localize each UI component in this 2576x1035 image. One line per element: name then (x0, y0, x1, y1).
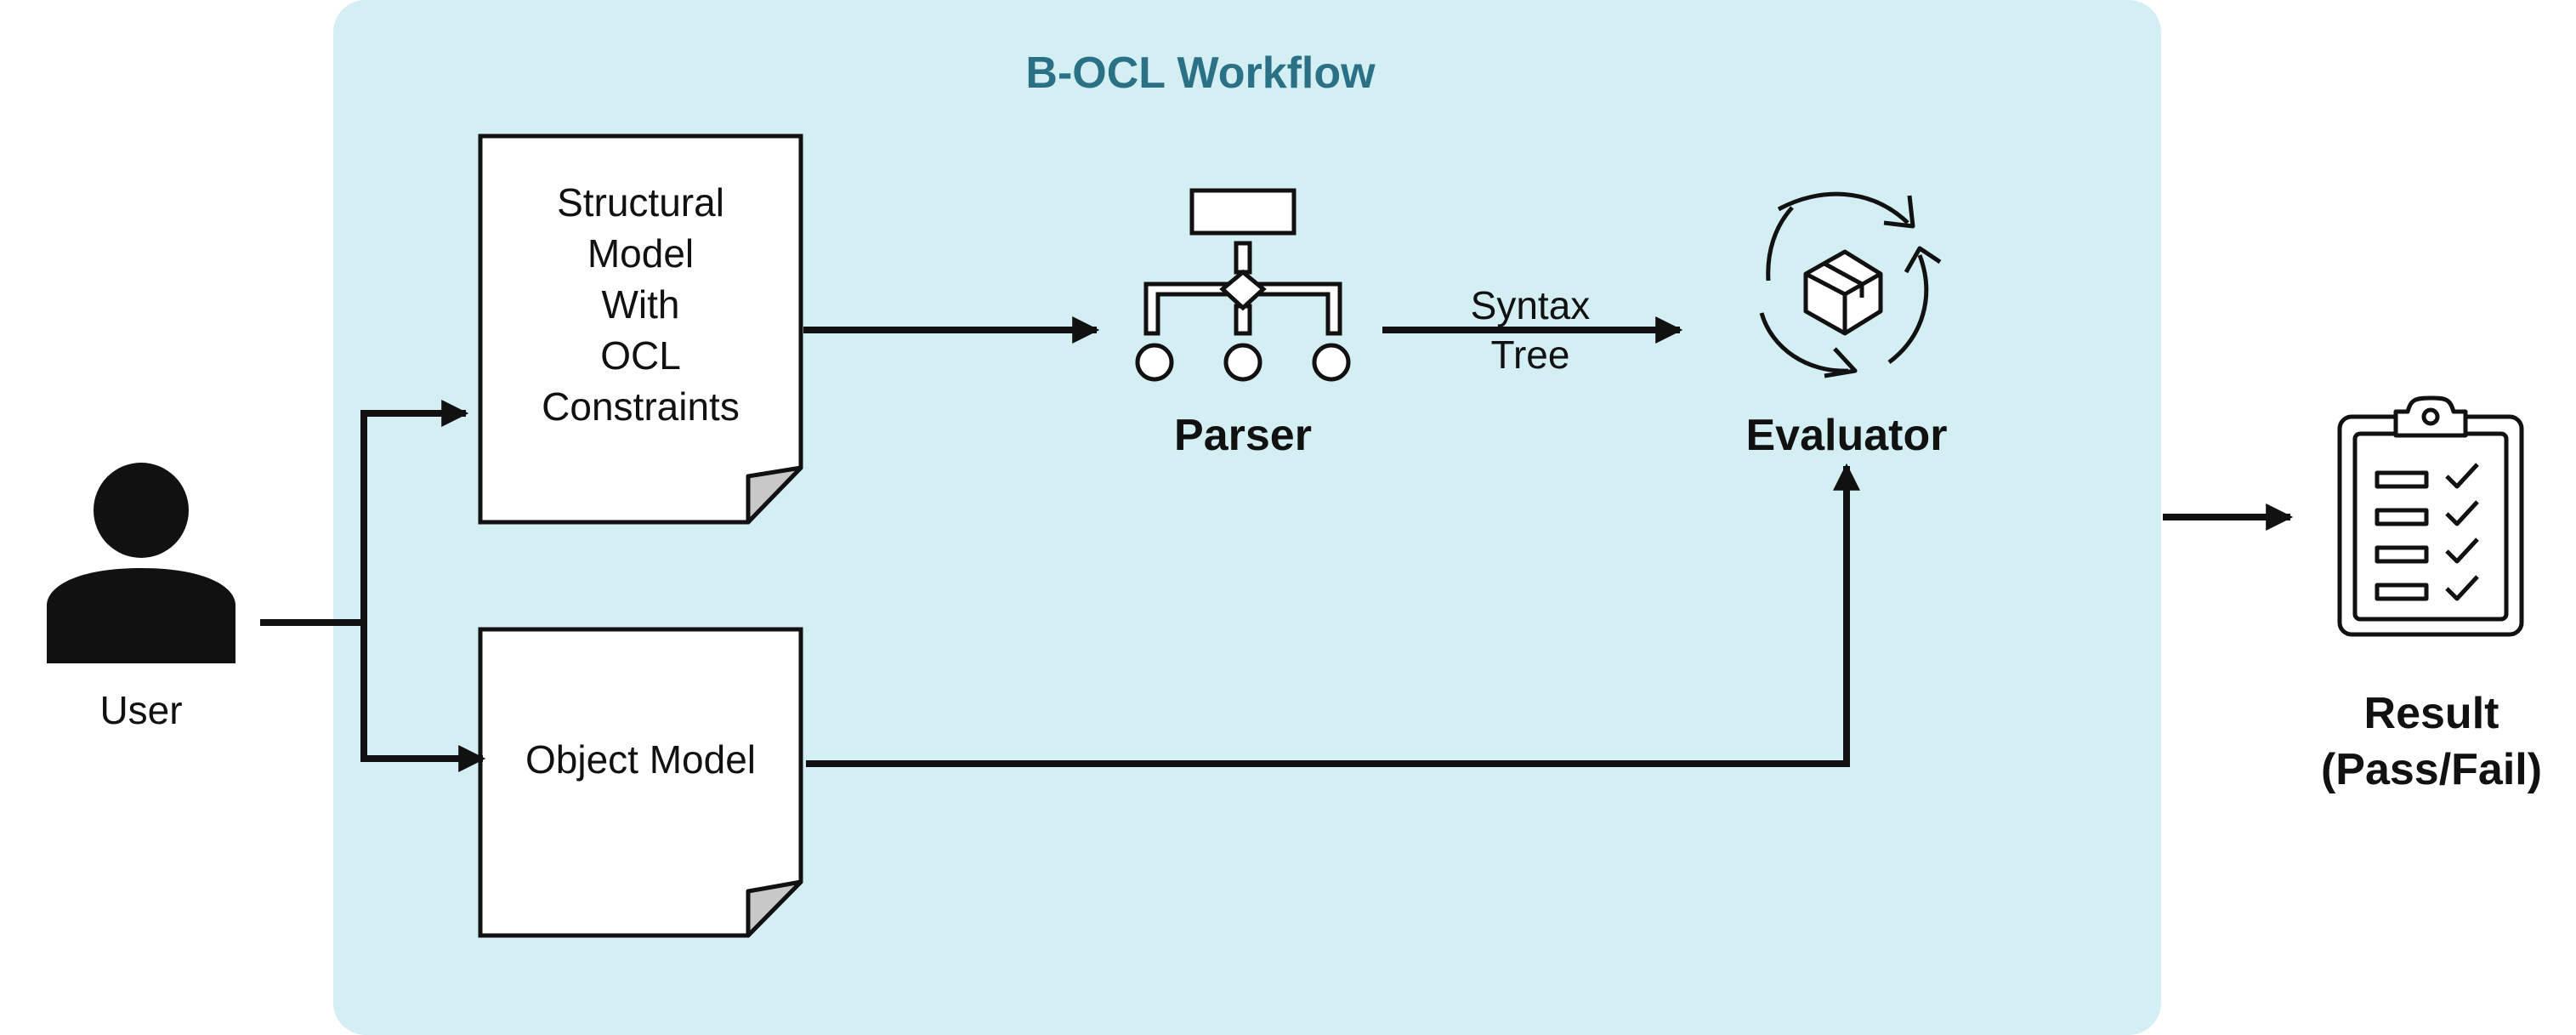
structural-model-line: With (601, 282, 680, 327)
result-label: Result (Pass/Fail) (2287, 685, 2576, 798)
parser-label: Parser (1174, 411, 1312, 460)
result-line: Result (2363, 689, 2499, 738)
structural-model-line: OCL (600, 333, 681, 378)
syntax-tree-line: Syntax (1470, 283, 1591, 327)
object-model-label: Object Model (525, 737, 756, 782)
user-icon (47, 463, 235, 663)
object-model-document-icon (478, 627, 803, 938)
object-to-evaluator-arrow (806, 463, 1860, 767)
structural-model-document-icon (478, 134, 803, 525)
structural-model-label: Structural Model With OCL Constraints (480, 177, 801, 432)
result-line: (Pass/Fail) (2320, 745, 2543, 794)
structural-model-line: Constraints (542, 384, 740, 429)
hierarchy-icon (1135, 188, 1351, 382)
user-to-documents-connector (260, 400, 486, 772)
structural-model-line: Structural (557, 180, 724, 225)
syntax-tree-label: Syntax Tree (1428, 281, 1632, 379)
recycle-package-icon (1759, 191, 1942, 378)
workflow-title: B-OCL Workflow (1025, 48, 1376, 98)
clipboard-checklist-icon (2337, 395, 2524, 637)
user-label: User (99, 688, 183, 732)
evaluator-label: Evaluator (1745, 411, 1948, 460)
syntax-tree-line: Tree (1490, 333, 1570, 377)
structural-model-line: Model (587, 231, 695, 276)
